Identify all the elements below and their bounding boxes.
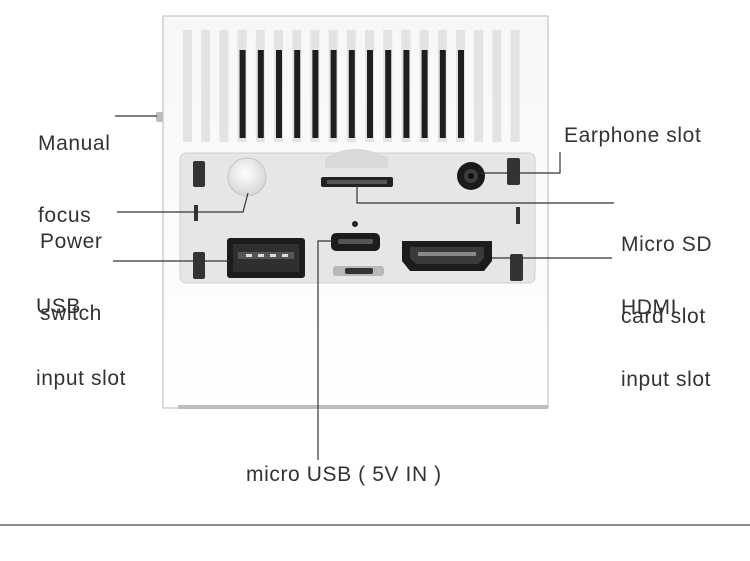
micro-usb-port[interactable] [331, 233, 380, 251]
leader-power-switch [117, 192, 249, 213]
leader-lines [113, 115, 614, 460]
vent-slot [257, 50, 264, 138]
leader-earphone [481, 152, 561, 174]
vent-slot [439, 50, 446, 138]
label-hdmi-input-line1: HDMI [621, 296, 678, 319]
label-hdmi-input-line2: input slot [621, 368, 712, 391]
indicator [194, 205, 198, 221]
label-hdmi-input: HDMI input slot [621, 248, 711, 416]
label-power-switch-line1: Power [40, 230, 103, 253]
label-power-switch-line2: switch [40, 302, 102, 325]
vent-slot [294, 50, 301, 138]
label-micro-usb: micro USB ( 5V IN ) [246, 463, 442, 486]
vent-slot [385, 50, 392, 138]
hdmi-port[interactable] [402, 241, 492, 271]
label-manual-focus: Manual focus [38, 84, 110, 252]
small-slot [333, 266, 384, 276]
vent-grille [183, 30, 520, 142]
vent-slot [403, 50, 410, 138]
vent-rib [474, 30, 484, 142]
panel-foot [193, 252, 205, 279]
vent-slot [239, 50, 246, 138]
label-micro-sd-line2: card slot [621, 305, 706, 328]
status-led [352, 221, 358, 227]
vent-slot [330, 50, 337, 138]
label-usb-input-line1: USB [36, 295, 81, 318]
label-power-switch: Power switch [40, 182, 103, 350]
panel-foot [193, 161, 205, 187]
vent-slot [421, 50, 428, 138]
vent-slot [458, 50, 464, 138]
label-earphone: Earphone slot [564, 124, 702, 147]
leader-micro-sd [356, 185, 614, 204]
indicator [516, 207, 520, 224]
focus-wheel[interactable] [156, 112, 163, 122]
vent-rib [510, 30, 520, 142]
leader-micro-usb [317, 240, 333, 460]
earphone-jack[interactable] [457, 162, 485, 190]
vent-rib [492, 30, 502, 142]
panel-foot [507, 158, 520, 185]
label-manual-focus-line2: focus [38, 204, 92, 227]
power-switch[interactable] [227, 157, 267, 197]
vent-slot [312, 50, 319, 138]
vent-slot [367, 50, 373, 138]
vent-rib [219, 30, 229, 142]
micro-sd-slot[interactable] [321, 177, 393, 187]
usb-port[interactable] [227, 238, 305, 278]
vent-rib [183, 30, 192, 142]
label-micro-sd-line1: Micro SD [621, 233, 713, 256]
label-manual-focus-line1: Manual [38, 132, 111, 155]
panel-foot [510, 254, 523, 281]
label-usb-input: USB input slot [36, 247, 126, 415]
vent-slot [348, 50, 355, 138]
vent-slot [276, 50, 282, 138]
label-micro-sd: Micro SD card slot [621, 185, 712, 353]
label-usb-input-line2: input slot [36, 367, 127, 390]
vent-rib [201, 30, 211, 142]
